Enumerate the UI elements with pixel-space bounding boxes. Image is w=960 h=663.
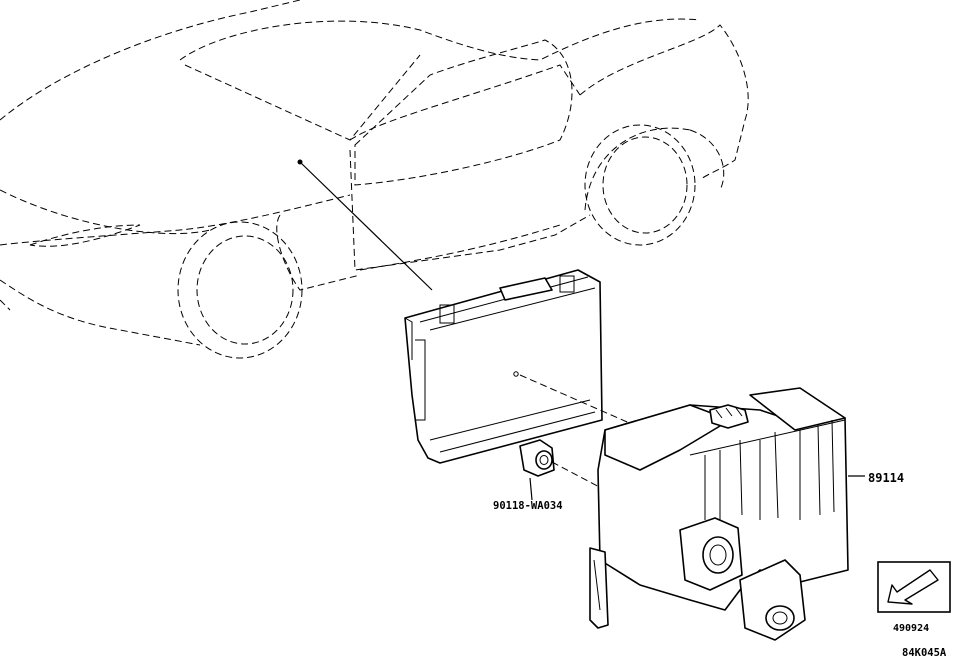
ecu-module [404, 269, 603, 464]
vehicle-outline [0, 0, 749, 359]
arrow-icon [887, 569, 939, 605]
figure-code: 84K045A [902, 647, 947, 659]
nut-part [519, 439, 555, 501]
reference-code: 490924 [893, 623, 929, 634]
reference-arrow-box [877, 561, 951, 613]
bracket-part [589, 387, 865, 641]
part-label-89114: 89114 [868, 471, 904, 485]
location-leader [297, 159, 433, 291]
part-label-90118-wa034: 90118-WA034 [493, 500, 563, 512]
